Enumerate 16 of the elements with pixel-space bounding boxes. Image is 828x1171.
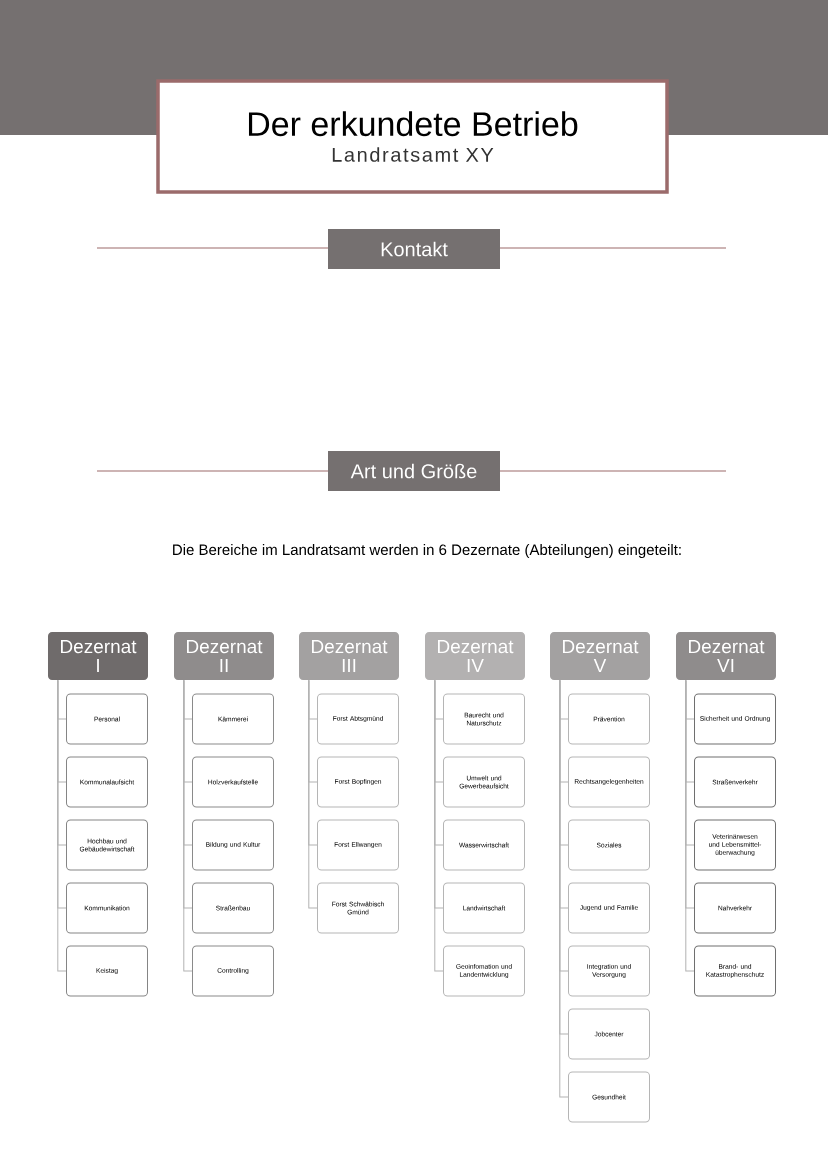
- department-box: Dezernat I: [48, 632, 148, 680]
- department-box: Dezernat III: [299, 632, 399, 680]
- connector-line: [57, 679, 67, 972]
- connector-line: [559, 679, 569, 1098]
- connector-line: [685, 679, 695, 972]
- department-box: Dezernat VI: [676, 632, 776, 680]
- department-box: Dezernat IV: [425, 632, 525, 680]
- intro-text: Die Bereiche im Landratsamt werden in 6 Dezernate (Abteilungen) eingeteilt:: [173, 544, 681, 558]
- connector-line: [434, 679, 444, 972]
- department-box: Dezernat V: [550, 632, 650, 680]
- section-heading: Art und Größe: [328, 451, 500, 491]
- department-box: Dezernat II: [174, 632, 274, 680]
- title-box: Der erkundete Betrieb Landratsamt XY: [156, 79, 669, 194]
- connector-line: [183, 679, 193, 972]
- section-heading: Kontakt: [328, 229, 500, 269]
- connector-line: [308, 679, 318, 909]
